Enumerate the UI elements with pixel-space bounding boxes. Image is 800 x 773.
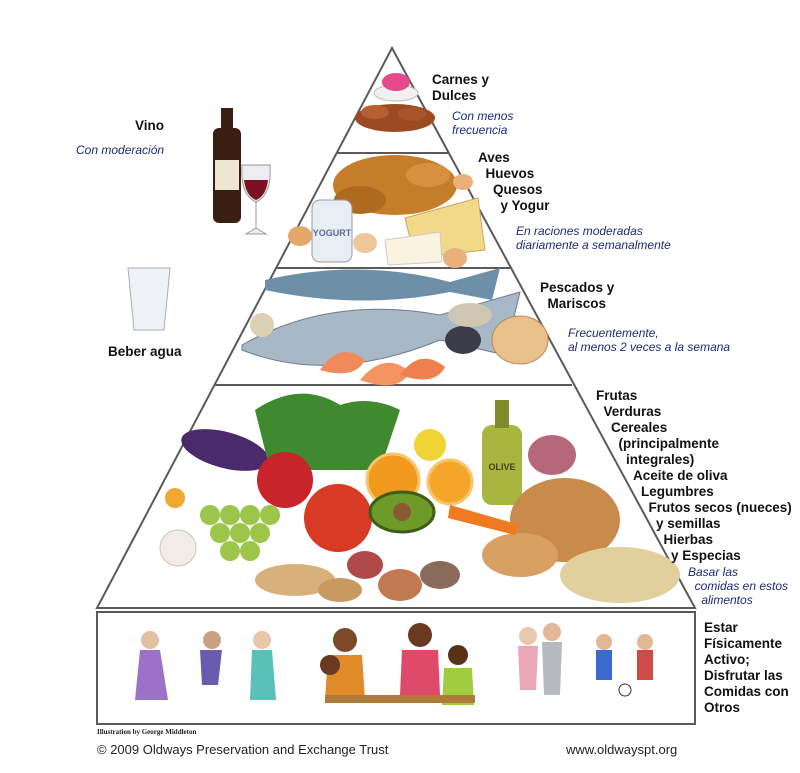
apricot [165, 488, 185, 508]
clam [491, 315, 549, 365]
dining-table [325, 695, 475, 703]
dancing-couple [135, 631, 276, 700]
tomato [304, 484, 372, 552]
brie-slice [384, 231, 443, 266]
olive-oil-label: OLIVE [488, 462, 515, 472]
wine-label: Vino [135, 118, 165, 133]
meats-sweets-note: Con menos frecuencia [452, 109, 514, 137]
website-link[interactable]: www.oldwayspt.org [566, 742, 678, 757]
large-fish [241, 291, 521, 366]
garlic [159, 529, 197, 567]
meats-sweets-illustration [355, 73, 435, 132]
oyster [448, 303, 492, 327]
poultry-dairy-illustration: YOGURT [288, 155, 486, 268]
family-dining [320, 623, 475, 705]
water-glass [127, 267, 171, 331]
fish-illustration [241, 268, 549, 386]
scallop [250, 313, 274, 337]
wine-note: Con moderación [76, 143, 165, 157]
plants-label: Frutas Verduras Cereales (principalmente… [596, 388, 792, 563]
pyramid-structure [95, 45, 697, 725]
walking-couple [518, 623, 562, 695]
fish-label: Pescados y Mariscos [540, 280, 615, 311]
activity-panel [96, 611, 696, 725]
water-label: Beber agua [108, 344, 182, 359]
egg [288, 226, 312, 246]
poultry-dairy-note: En raciones moderadas diariamente a sema… [516, 224, 671, 252]
carrots [448, 505, 520, 535]
orange-slice [426, 458, 474, 506]
grains-pile [560, 547, 680, 603]
shrimp [320, 352, 365, 374]
meats-sweets-label: Carnes y Dulces [432, 72, 490, 103]
plants-note: Basar las comidas en estos alimentos [688, 565, 789, 607]
water-glass-illustration [127, 267, 171, 331]
illustration-credit: Illustration by George Middleton [97, 728, 197, 736]
egg [353, 233, 377, 253]
copyright-text: © 2009 Oldways Preservation and Exchange… [97, 742, 389, 757]
egg [443, 248, 467, 268]
shrimp [400, 358, 445, 380]
activity-label: Estar Físicamente Activo; Disfrutar las … [704, 620, 789, 715]
bread-slice [482, 533, 558, 577]
mussel [445, 326, 481, 354]
pink-sweet [382, 73, 410, 91]
leafy-greens [255, 393, 400, 470]
egg [453, 174, 473, 190]
eggplant [181, 429, 269, 471]
lemon [414, 429, 446, 461]
yogurt-jar [311, 199, 353, 263]
soccer-ball [618, 683, 632, 697]
shrimp [360, 362, 410, 386]
grape-cluster [200, 505, 280, 561]
wine-illustration [213, 108, 271, 235]
pomegranate [257, 452, 313, 508]
potatoes-and-nuts [255, 551, 460, 602]
olive-oil-bottle [482, 425, 522, 505]
onion [528, 435, 576, 475]
poultry-dairy-label: Aves Huevos Quesos y Yogur [478, 150, 550, 213]
kids-playing-soccer [596, 634, 653, 697]
activity-illustration [135, 623, 653, 705]
yogurt-jar-text: YOGURT [313, 228, 352, 238]
plant-foods-illustration: OLIVE [159, 393, 680, 603]
fish-note: Frecuentemente, al menos 2 veces a la se… [568, 326, 731, 354]
mackerel [265, 268, 500, 301]
